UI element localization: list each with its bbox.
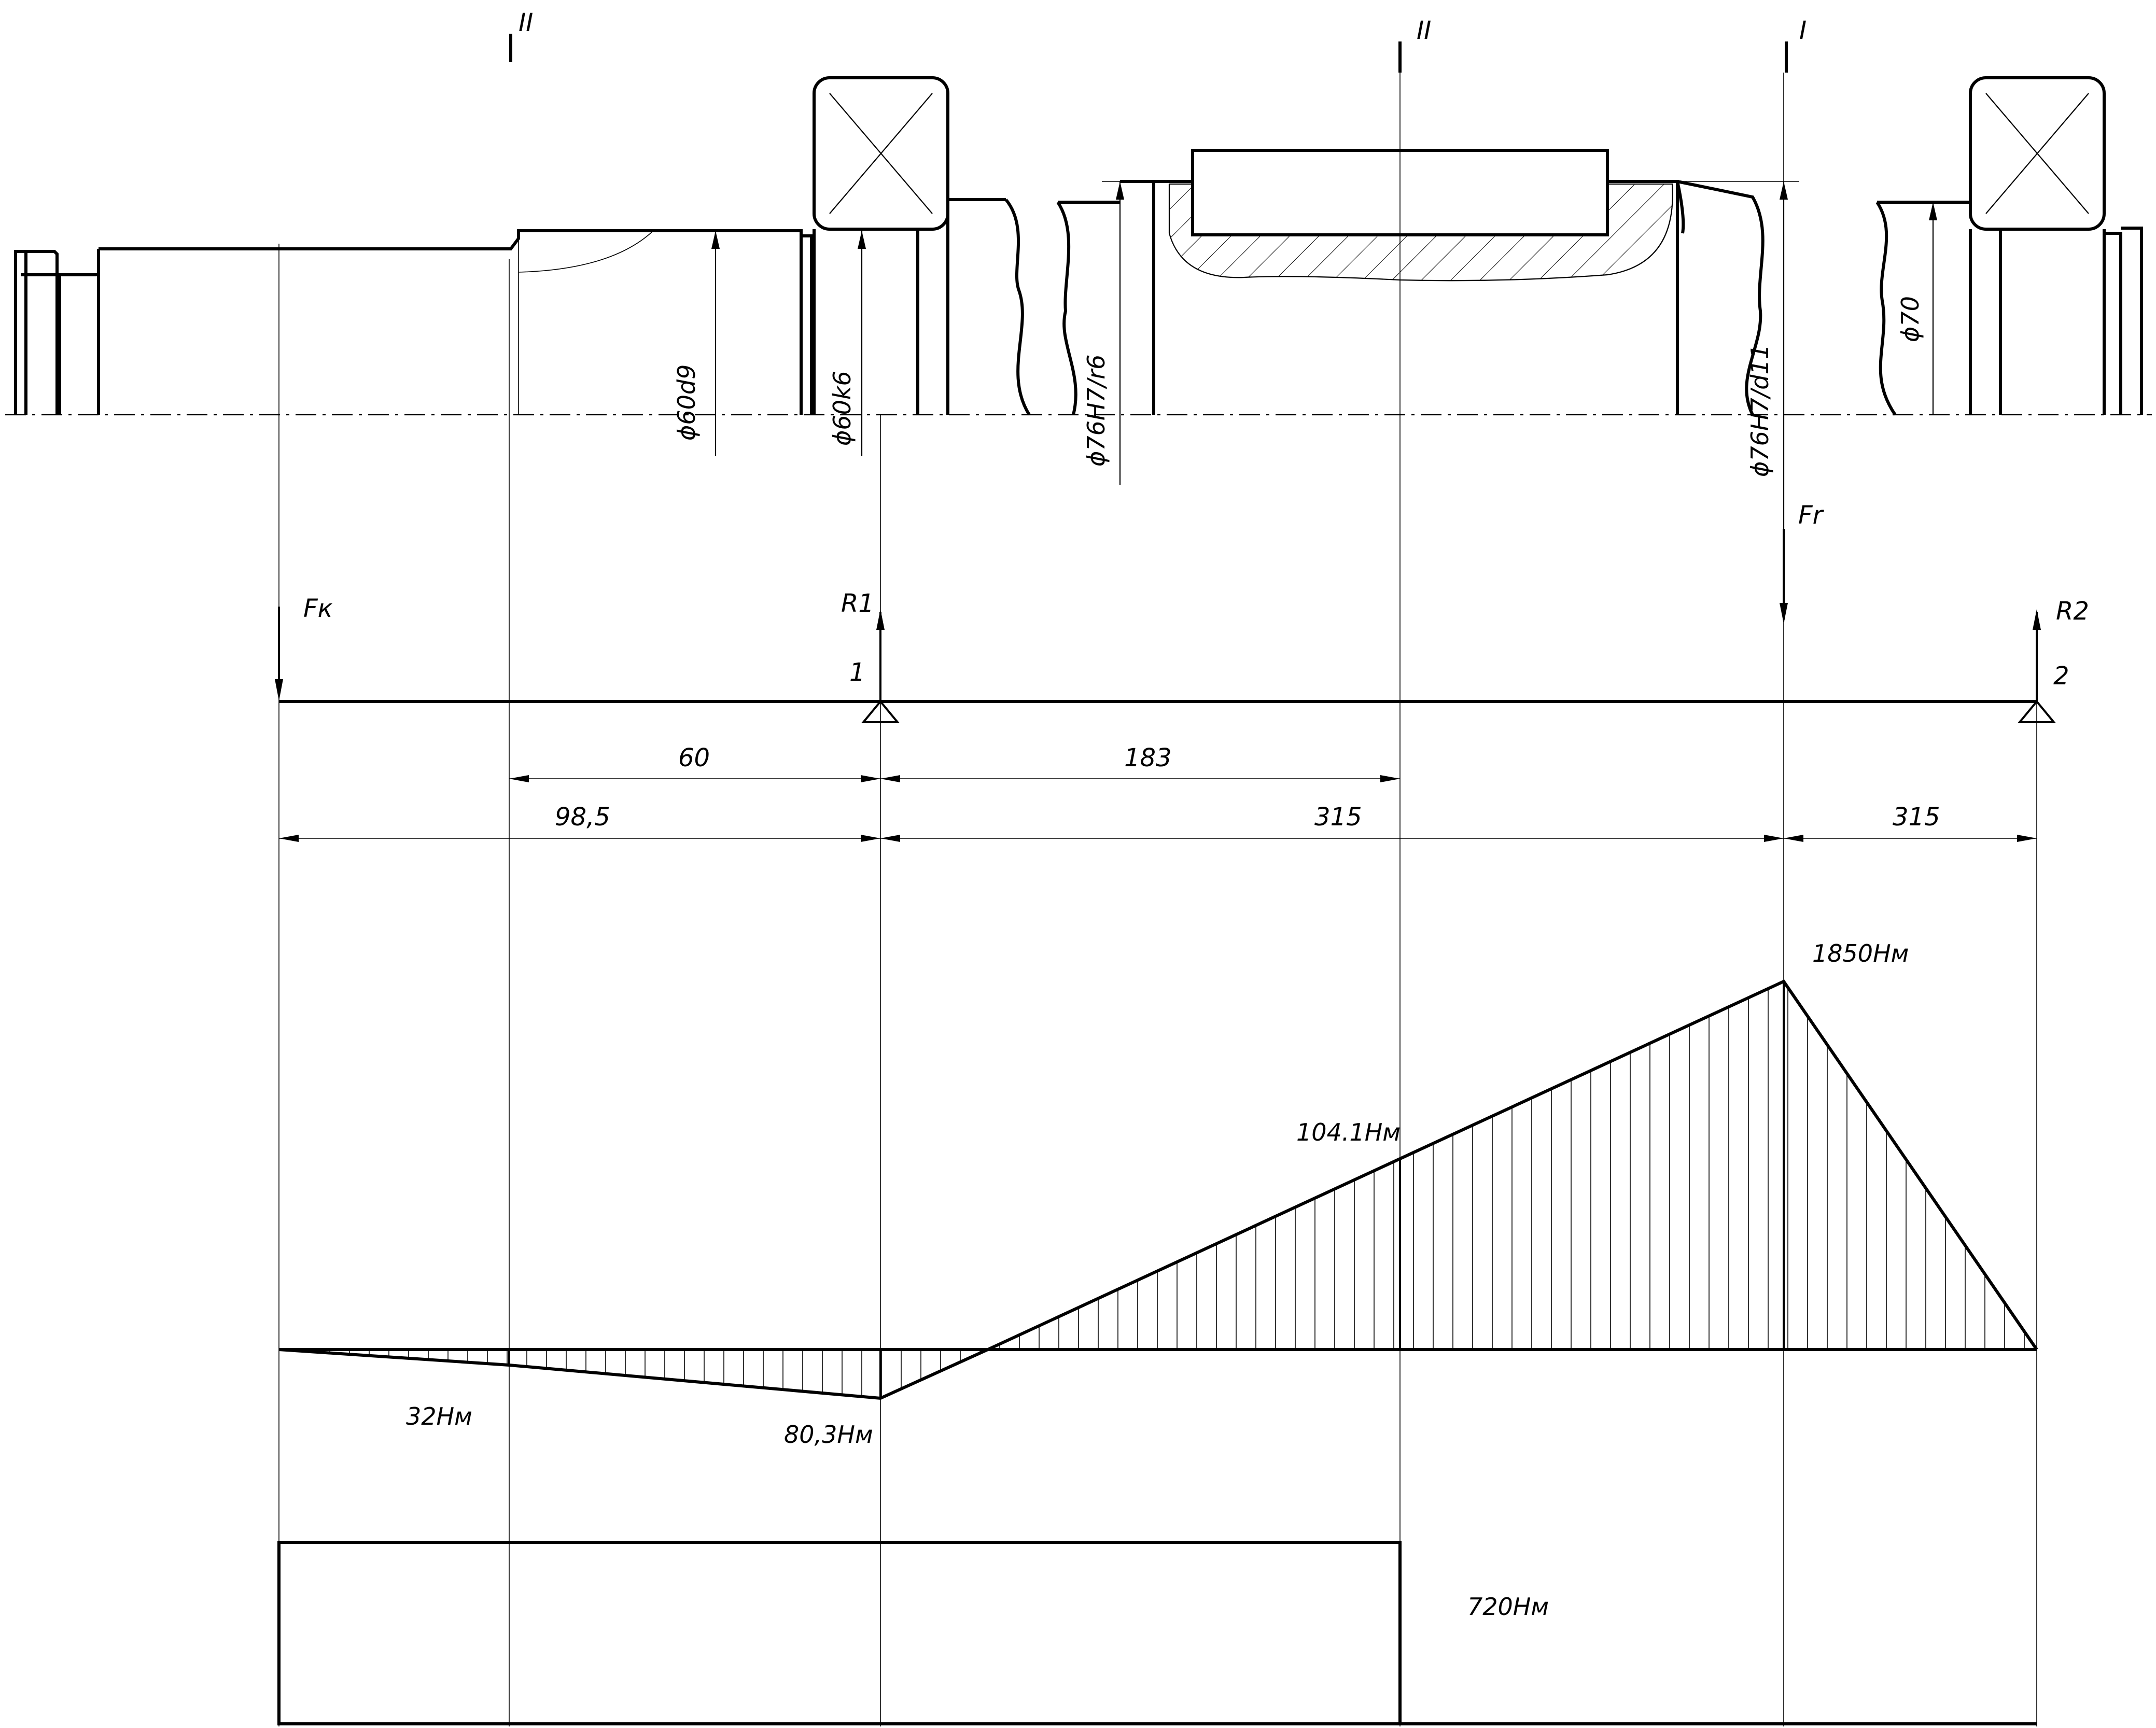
shaft-left-end — [14, 249, 100, 415]
fr-arrow — [1780, 603, 1788, 624]
moment-80: 80,3Нм — [784, 1421, 873, 1449]
fk-arrow — [275, 679, 283, 701]
fit-d60k6: ϕ60k6 — [828, 371, 856, 446]
break-line-4 — [1875, 201, 1970, 416]
bearing-left — [813, 76, 949, 231]
shaft-shoulder — [801, 234, 813, 415]
bearing-right-seat — [1969, 227, 2143, 415]
support-1-label: 1 — [849, 658, 865, 687]
dim-315-b: 315 — [1893, 803, 1940, 832]
shaft-view: II II I ϕ60d9 ϕ60k6 ϕ76H7/r6 ϕ76H7/d11 ϕ… — [5, 8, 2152, 622]
fit-d70: ϕ70 — [1896, 296, 1924, 342]
support-1 — [861, 699, 900, 723]
hub-section-hatch — [1168, 183, 1673, 282]
support-2-label: 2 — [2053, 662, 2069, 691]
torque-block — [277, 1541, 1402, 1725]
shaft-d60-section — [99, 229, 803, 415]
section-marks: II II I — [509, 8, 1807, 73]
r2-arrow — [2033, 609, 2041, 630]
break-line-right — [1056, 201, 1120, 415]
section-mark-left: II — [519, 8, 533, 37]
shaft-runout-arc — [518, 230, 654, 273]
torque-diagram: 720Нм — [277, 1541, 2037, 1725]
break-line-3 — [1677, 180, 1765, 416]
bearing-right-cross-2 — [1985, 93, 2089, 214]
bearing-right — [1969, 76, 2106, 231]
reaction-r1: R1 — [841, 589, 874, 618]
dim-60: 60 — [678, 743, 710, 772]
support-2 — [2017, 699, 2056, 723]
fit-d76d11: ϕ76H7/d11 — [1746, 344, 1774, 477]
moment-hatch — [310, 987, 2025, 1398]
hub-outline — [1120, 180, 1685, 415]
fit-d76r6: ϕ76H7/r6 — [1082, 355, 1110, 467]
force-fr: Fr — [1798, 501, 1825, 530]
dim-183: 183 — [1124, 743, 1172, 772]
dim-98-5: 98,5 — [555, 803, 610, 832]
break-line-left — [1004, 199, 1031, 416]
force-fk: Fк — [303, 594, 333, 623]
section-mark-middle: II — [1417, 16, 1431, 45]
bearing-left-seat — [813, 198, 1006, 415]
dimension-lines: 60 183 98,5 315 315 — [279, 743, 2037, 842]
dim-315-a: 315 — [1314, 803, 1362, 832]
r1-arrow — [876, 609, 885, 630]
fit-d60d9: ϕ60d9 — [673, 364, 701, 441]
bearing-left-cross-2 — [829, 93, 933, 214]
moment-32: 32Нм — [406, 1402, 472, 1430]
loading-scheme: Fк R1 1 Fr R2 2 — [275, 501, 2089, 723]
reaction-r2: R2 — [2056, 597, 2089, 626]
moment-104: 104.1Нм — [1296, 1118, 1401, 1146]
bending-moment-diagram: 1850Нм 104.1Нм 32Нм 80,3Нм — [278, 939, 2038, 1449]
projection-lines — [278, 73, 2037, 1726]
torque-720: 720Нм — [1467, 1593, 1549, 1621]
section-mark-right: I — [1799, 16, 1807, 45]
moment-1850: 1850Нм — [1812, 939, 1909, 967]
moment-curve — [278, 979, 2038, 1400]
